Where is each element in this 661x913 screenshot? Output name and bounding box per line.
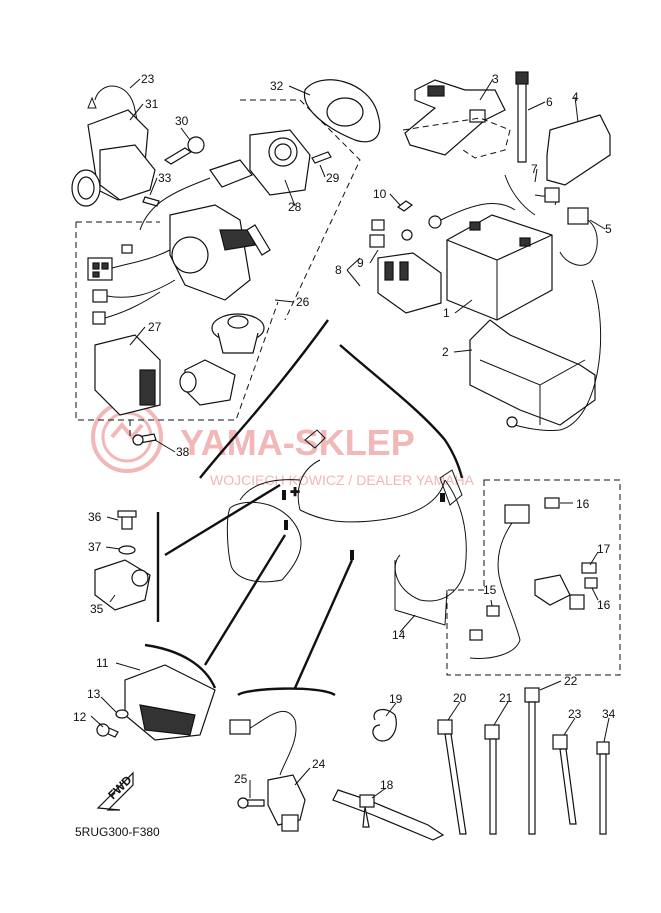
callout-6: 6: [546, 95, 553, 109]
callout-18: 18: [380, 778, 394, 792]
callout-17: 17: [597, 542, 611, 556]
callout-14: 14: [392, 628, 406, 642]
callout-22: 22: [564, 674, 578, 688]
callout-15: 15: [483, 583, 497, 597]
harness-group: [469, 497, 598, 659]
watermark-line1: YAMA-SKLEP: [180, 422, 415, 463]
callout-10: 10: [373, 187, 387, 201]
diagram-code: 5RUG300-F380: [75, 825, 160, 839]
callout-24: 24: [312, 757, 326, 771]
callout-13: 13: [87, 687, 101, 701]
callout-35: 35: [90, 602, 104, 616]
callout-4: 4: [572, 90, 579, 104]
callout-20: 20: [453, 691, 467, 705]
svg-text:✚: ✚: [290, 485, 300, 499]
callout-3: 3: [492, 72, 499, 86]
box-14-outline: [446, 479, 621, 676]
battery-group: [369, 71, 611, 431]
callout-11: 11: [96, 656, 109, 670]
callout-36: 36: [88, 510, 102, 524]
callout-34: 34: [602, 707, 616, 721]
callout-26: 26: [296, 295, 310, 309]
callout-30: 30: [175, 114, 189, 128]
callout-7: 7: [531, 162, 538, 176]
cable-ties-group: [332, 687, 610, 841]
callout-16a: 16: [576, 497, 590, 511]
callout-29: 29: [326, 171, 340, 185]
ignition-group: [71, 79, 381, 446]
callout-21: 21: [499, 691, 513, 705]
callout-27: 27: [148, 320, 162, 334]
rectifier-group: [96, 664, 216, 741]
callout-1: 1: [443, 306, 450, 320]
callout-9: 9: [357, 256, 364, 270]
sidestand-switch-group: [94, 510, 151, 611]
callout-23: 23: [141, 72, 155, 86]
callout-25: 25: [234, 772, 248, 786]
callout-12: 12: [73, 710, 87, 724]
callout-8: 8: [335, 263, 342, 277]
fwd-arrow-icon: FWD: [96, 771, 135, 811]
watermark: YAMA-SKLEP WOJCIECH KOWICZ / DEALER YAMA…: [91, 401, 475, 488]
callout-2: 2: [442, 345, 449, 359]
callout-5: 5: [605, 222, 612, 236]
callout-16b: 16: [597, 598, 611, 612]
leader-lines: [90, 78, 610, 799]
callout-23b: 23: [568, 707, 582, 721]
callouts: 23 31 30 33 32 29 28 26 27 38 3 4 6 7 5 …: [73, 72, 616, 792]
callout-38: 38: [176, 445, 190, 459]
sensor-group: [229, 710, 306, 832]
callout-19: 19: [389, 692, 403, 706]
box-26-outline: [75, 222, 279, 421]
callout-37: 37: [88, 540, 102, 554]
callout-33: 33: [158, 171, 172, 185]
watermark-line2: WOJCIECH KOWICZ / DEALER YAMAHA: [210, 472, 475, 488]
callout-31: 31: [145, 97, 159, 111]
callout-32: 32: [270, 79, 284, 93]
callout-28: 28: [288, 200, 302, 214]
